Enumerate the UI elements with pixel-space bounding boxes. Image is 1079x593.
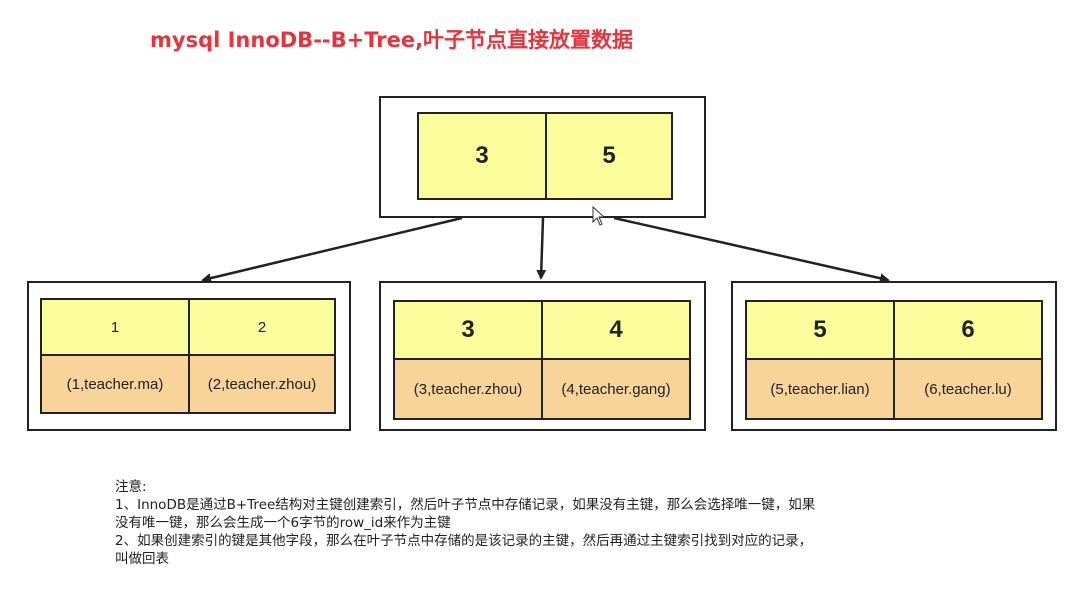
leaf-3-key-1: 5 [745, 300, 895, 360]
leaf-2-key-1: 3 [393, 300, 543, 360]
notes-line-1: 1、InnoDB是通过B+Tree结构对主键创建索引，然后叶子节点中存储记录，如… [115, 497, 816, 513]
notes-block: 注意: 1、InnoDB是通过B+Tree结构对主键创建索引，然后叶子节点中存储… [115, 478, 1015, 568]
leaf-2-record-1: (3,teacher.zhou) [393, 358, 543, 420]
notes-line-4: 叫做回表 [115, 551, 169, 567]
edge-to-leaf-2 [536, 217, 547, 280]
root-key-1: 3 [417, 112, 547, 200]
leaf-2-key-2: 4 [541, 300, 691, 360]
root-key-2: 5 [545, 112, 673, 200]
leaf-1-key-2: 2 [188, 298, 336, 356]
leaf-2-record-2: (4,teacher.gang) [541, 358, 691, 420]
mouse-cursor-icon [592, 206, 606, 226]
notes-heading: 注意: [115, 479, 147, 495]
leaf-3-record-1: (5,teacher.lian) [745, 358, 895, 420]
notes-line-2: 没有唯一键，那么会生成一个6字节的row_id来作为主键 [115, 515, 451, 531]
leaf-1-key-1: 1 [40, 298, 190, 356]
diagram-title: mysql InnoDB--B+Tree,叶子节点直接放置数据 [150, 28, 634, 52]
leaf-1-record-2: (2,teacher.zhou) [188, 354, 336, 414]
edge-to-leaf-1 [201, 216, 463, 284]
leaf-1-record-1: (1,teacher.ma) [40, 354, 190, 414]
notes-line-3: 2、如果创建索引的键是其他字段，那么在叶子节点中存储的是该记录的主键，然后再通过… [115, 533, 813, 549]
leaf-3-key-2: 6 [893, 300, 1043, 360]
leaf-3-record-2: (6,teacher.lu) [893, 358, 1043, 420]
edge-to-leaf-3 [613, 216, 890, 284]
